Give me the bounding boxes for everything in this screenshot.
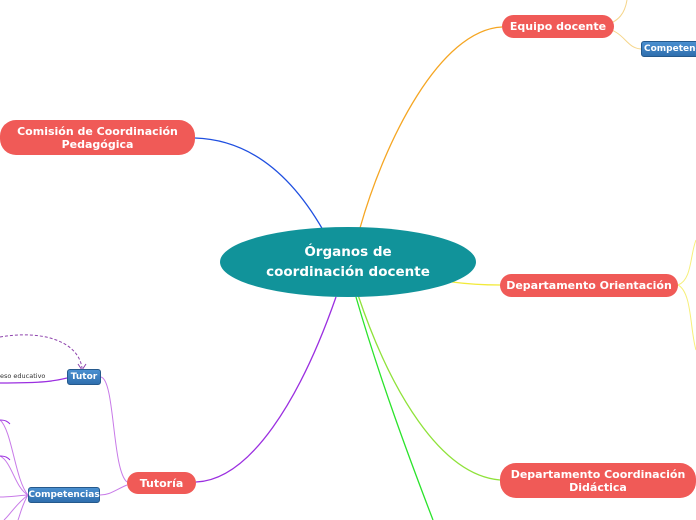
subtopic-tutor[interactable]: Tutor	[67, 369, 101, 385]
branch-comision	[194, 137, 324, 231]
fan-5	[17, 494, 29, 520]
fan-7	[0, 455, 11, 461]
topic-tutoria-label: Tutoría	[139, 476, 184, 490]
subtopic-tutor-label: Tutor	[70, 371, 98, 382]
topic-tutoria[interactable]: Tutoría	[127, 472, 196, 494]
branch-orientacion-down	[677, 284, 696, 351]
subtopic-tutoria-competencias-label: Competencias	[28, 489, 100, 500]
branch-tutoria-competencias	[99, 484, 128, 496]
branch-bottom	[355, 296, 434, 520]
topic-equipo-docente[interactable]: Equipo docente	[502, 15, 614, 38]
subtopic-equipo-competencias-label: Competencias	[644, 43, 696, 54]
subtopic-equipo-competencias[interactable]: Competencias	[641, 41, 696, 57]
branch-didactica	[357, 294, 501, 481]
fan-6	[0, 419, 11, 425]
topic-departamento-didactica[interactable]: Departamento Coordinación Didáctica	[500, 463, 696, 498]
topic-departamento-orientacion-label: Departamento Orientación	[506, 279, 672, 292]
branch-tutoria	[195, 296, 337, 483]
subtopic-tutoria-competencias[interactable]: Competencias	[28, 487, 100, 503]
fan-3	[0, 494, 29, 498]
topic-comision-coordinacion[interactable]: Comisión de Coordinación Pedagógica	[0, 120, 195, 155]
fan-1	[0, 419, 29, 496]
fan-4	[3, 494, 29, 520]
topic-comision-coordinacion-label: Comisión de Coordinación Pedagógica	[17, 124, 178, 151]
branch-orientacion-up	[677, 239, 696, 286]
topic-equipo-docente-label: Equipo docente	[509, 20, 607, 33]
branch-orientacion	[451, 281, 501, 286]
fan-2	[0, 455, 29, 496]
branch-tutor-dashed	[0, 334, 83, 369]
central-topic[interactable]: Órganos de coordinación docente	[220, 227, 476, 297]
branch-tutor-leaf	[0, 377, 68, 384]
central-topic-label: Órganos de coordinación docente	[266, 244, 430, 280]
topic-departamento-orientacion[interactable]: Departamento Orientación	[500, 274, 678, 297]
topic-departamento-didactica-label: Departamento Coordinación Didáctica	[510, 467, 686, 494]
tutor-leaf-label: eso educativo	[0, 372, 46, 380]
branch-equipo	[359, 26, 503, 229]
branch-tutoria-tutor	[100, 376, 128, 483]
